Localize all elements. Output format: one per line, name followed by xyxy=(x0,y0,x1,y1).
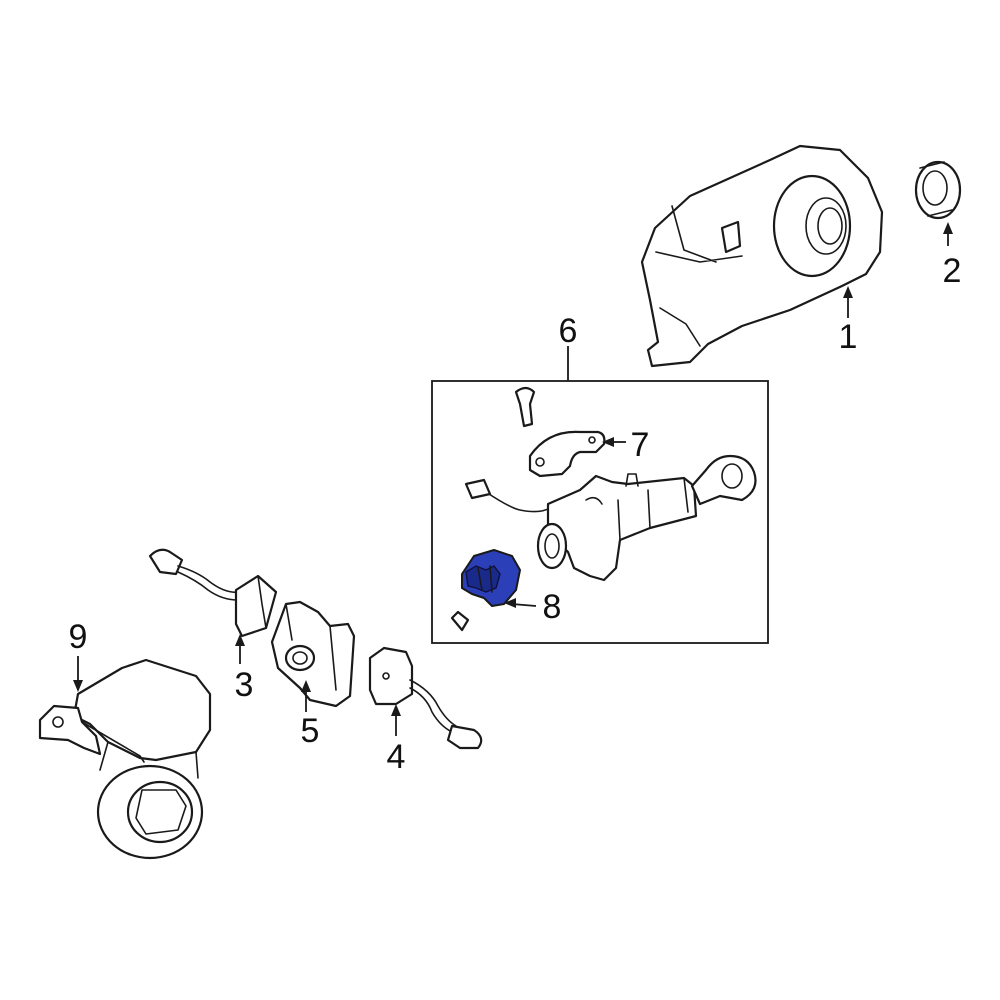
callout-4[interactable]: 4 xyxy=(387,738,406,776)
callout-1[interactable]: 1 xyxy=(839,318,858,356)
part-7-clamp[interactable] xyxy=(514,386,606,478)
assembly-6-box xyxy=(431,380,769,644)
part-5-switch[interactable] xyxy=(270,600,356,708)
callout-6[interactable]: 6 xyxy=(559,312,578,350)
part-3-connector[interactable] xyxy=(148,548,278,638)
callout-3[interactable]: 3 xyxy=(235,666,254,704)
callout-5[interactable]: 5 xyxy=(301,712,320,750)
part-4-connector[interactable] xyxy=(368,646,483,750)
callout-7[interactable]: 7 xyxy=(631,426,650,464)
part-8-highlighted[interactable] xyxy=(450,549,521,632)
part-9-housing[interactable] xyxy=(38,658,212,860)
leader-lines xyxy=(73,222,953,736)
callout-9[interactable]: 9 xyxy=(69,618,88,656)
part-6-lock-housing[interactable] xyxy=(464,454,757,582)
callout-numbers: 1 2 3 4 5 6 7 8 9 xyxy=(69,252,962,776)
callout-2[interactable]: 2 xyxy=(943,252,962,290)
callout-8[interactable]: 8 xyxy=(543,588,562,626)
part-2-bushing[interactable] xyxy=(914,160,962,220)
part-1-column-cover[interactable] xyxy=(640,144,884,368)
